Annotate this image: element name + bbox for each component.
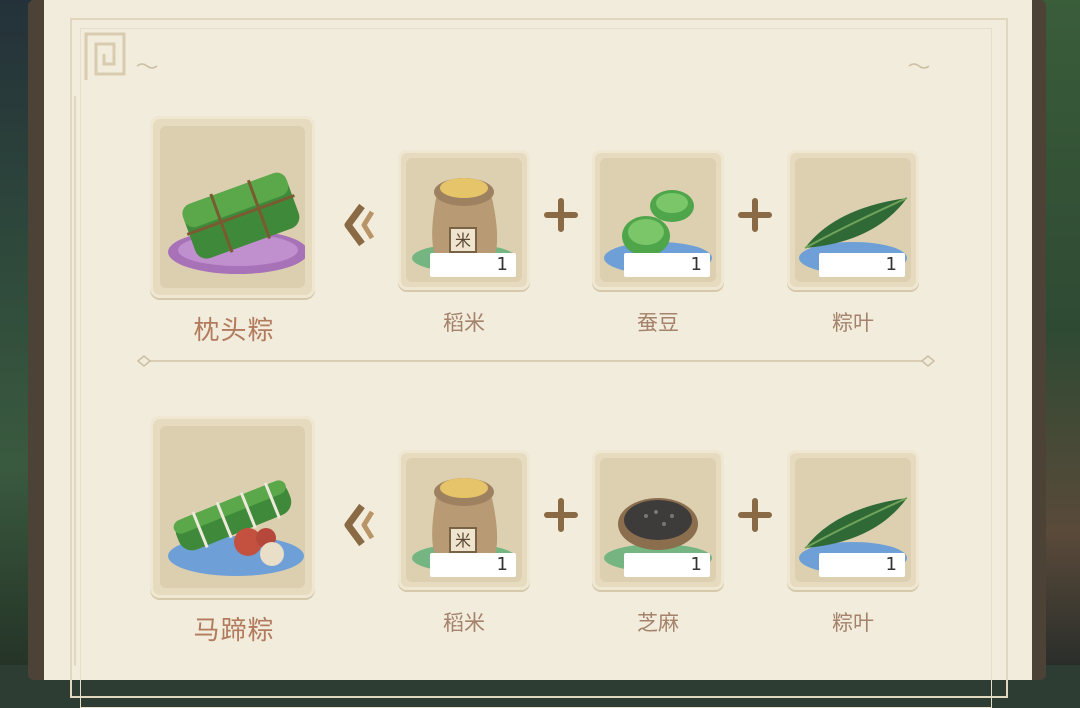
ingredient-card[interactable]: 米 1 — [398, 150, 530, 290]
squiggle-ornament-icon — [908, 63, 930, 69]
row-divider — [136, 355, 936, 367]
result-card-inner — [160, 426, 305, 588]
ingredient-card-inner: 米 1 — [406, 458, 522, 582]
panel-rail — [74, 96, 80, 666]
ingredient-name: 蚕豆 — [637, 311, 679, 335]
result-card[interactable] — [150, 116, 315, 298]
ingredient-count: 1 — [430, 553, 516, 577]
result-card[interactable] — [150, 416, 315, 598]
corner-ornament-icon — [84, 32, 126, 80]
arrow-left-icon — [344, 203, 375, 247]
horseshoe-zongzi-icon — [168, 480, 304, 576]
ingredient-card[interactable]: 1 — [787, 150, 919, 290]
plus-icon — [738, 498, 772, 532]
ingredient-name: 芝麻 — [637, 611, 679, 635]
ingredient-name: 粽叶 — [832, 611, 874, 635]
ingredient-card-inner: 1 — [600, 458, 716, 582]
plus-icon — [544, 498, 578, 532]
ingredient-card[interactable]: 1 — [592, 450, 724, 590]
svg-text:米: 米 — [455, 531, 471, 550]
result-name: 枕头粽 — [193, 316, 275, 346]
ingredient-count: 1 — [430, 253, 516, 277]
ingredient-name: 稻米 — [443, 311, 485, 335]
recipe-row: 枕头粽 米 1 1 — [0, 0, 1080, 367]
result-card-inner — [160, 126, 305, 288]
ingredient-card-inner: 1 — [600, 158, 716, 282]
squiggle-ornament-icon — [136, 63, 158, 69]
ingredient-count: 1 — [819, 553, 905, 577]
ingredient-card-inner: 米 1 — [406, 158, 522, 282]
ingredient-card-inner: 1 — [795, 458, 911, 582]
ingredient-card[interactable]: 1 — [592, 150, 724, 290]
ingredient-card[interactable]: 米 1 — [398, 450, 530, 590]
svg-text:米: 米 — [455, 231, 471, 250]
arrow-left-icon — [344, 503, 375, 547]
ingredient-card[interactable]: 1 — [787, 450, 919, 590]
ingredient-name: 粽叶 — [832, 311, 874, 335]
plus-icon — [738, 198, 772, 232]
ingredient-count: 1 — [624, 253, 710, 277]
pillow-zongzi-icon — [168, 172, 305, 274]
result-name: 马蹄粽 — [193, 616, 275, 646]
ingredient-name: 稻米 — [443, 611, 485, 635]
plus-icon — [544, 198, 578, 232]
ingredient-card-inner: 1 — [795, 158, 911, 282]
recipe-row: 马蹄粽 米 1 — [0, 300, 1080, 646]
ingredient-count: 1 — [624, 553, 710, 577]
ingredient-count: 1 — [819, 253, 905, 277]
